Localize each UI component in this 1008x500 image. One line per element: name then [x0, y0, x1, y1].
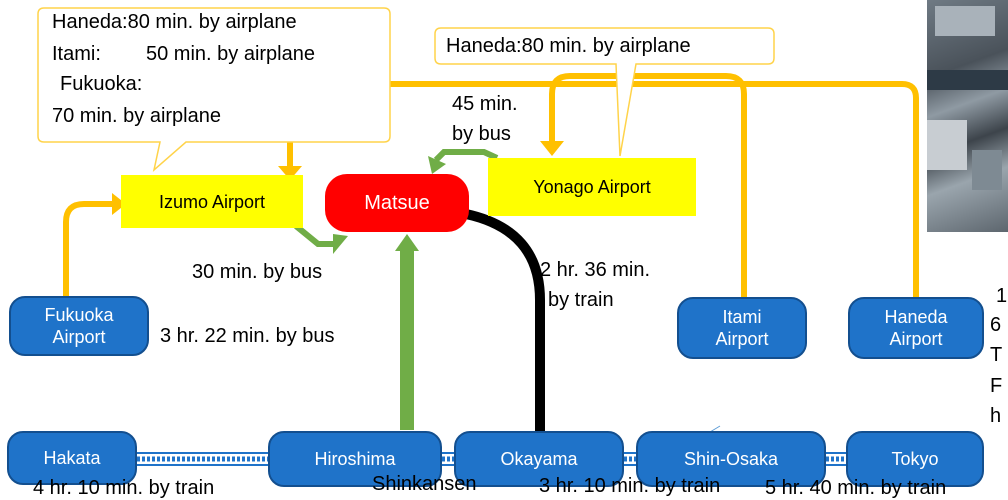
callout-right-bubble — [434, 27, 775, 157]
label-izumo-bus: 30 min. by bus — [192, 261, 323, 283]
callout-left-line1: Haneda:80 min. by airplane — [52, 11, 297, 33]
arrowhead-yonago — [540, 141, 564, 156]
train-route-okayama — [464, 209, 545, 432]
callout-left-line4: 70 min. by airplane — [52, 105, 221, 127]
node-izumo-airport: Izumo Airport — [121, 175, 303, 228]
node-fukuoka-airport: Fukuoka Airport — [9, 296, 149, 356]
arrowhead-bus-yonago — [428, 156, 446, 174]
bus-route-hiroshima — [400, 250, 414, 430]
haneda-airport-line1: Haneda — [884, 307, 948, 327]
bus-route-izumo — [294, 223, 334, 247]
node-hiroshima-label: Hiroshima — [314, 449, 396, 469]
callout-left-line2-b: 50 min. by airplane — [146, 43, 315, 65]
node-okayama: Okayama — [454, 431, 624, 487]
aerial-photo — [927, 0, 1008, 232]
itami-airport-line2: Airport — [715, 329, 769, 349]
arrowhead-bus-hiroshima — [395, 234, 419, 251]
label-hiroshima-bus: 3 hr. 22 min. by bus — [160, 325, 335, 347]
node-hakata-label: Hakata — [43, 448, 101, 468]
label-okayama-train-line2: by train — [548, 289, 614, 311]
callout-right-line1: Haneda:80 min. by airplane — [446, 35, 691, 57]
edge-text-2: 6 — [990, 314, 1002, 336]
itami-airport-line1: Itami — [722, 307, 762, 327]
node-matsue: Matsue — [325, 174, 469, 232]
air-route-fukuoka — [63, 201, 112, 305]
arrowhead-izumo — [278, 166, 302, 180]
node-tokyo: Tokyo — [846, 431, 984, 487]
label-hakata-train: 4 hr. 10 min. by train — [33, 477, 215, 499]
arrowhead-fukuoka-izumo — [112, 193, 126, 215]
edge-text-4: F — [990, 375, 1003, 397]
bus-routes — [294, 149, 499, 247]
edge-text-1: 1 — [996, 285, 1008, 307]
node-shin-osaka: Shin-Osaka — [636, 431, 826, 487]
fukuoka-airport-line1: Fukuoka — [44, 305, 114, 325]
node-shin-osaka-label: Shin-Osaka — [683, 449, 779, 469]
fukuoka-airport-line2: Airport — [52, 327, 106, 347]
edge-text-5: h — [990, 405, 1002, 427]
label-tokyo-train: 5 hr. 40 min. by train — [765, 477, 947, 499]
callout-left-line2-a: Itami: — [52, 43, 101, 65]
callout-left-line3: Fukuoka: — [60, 73, 143, 95]
node-okayama-label: Okayama — [500, 449, 578, 469]
node-itami-airport: Itami Airport — [677, 297, 807, 359]
node-izumo-label: Izumo Airport — [158, 191, 266, 212]
node-hiroshima: Hiroshima — [268, 431, 442, 487]
arrowhead-bus-izumo — [333, 234, 348, 254]
label-yonago-bus-line1: 45 min. — [452, 93, 518, 115]
node-tokyo-label: Tokyo — [891, 449, 939, 469]
haneda-airport-line2: Airport — [889, 329, 943, 349]
node-haneda-airport: Haneda Airport — [848, 297, 984, 359]
edge-text-3: T — [990, 344, 1003, 366]
label-yonago-bus-line2: by bus — [452, 123, 511, 145]
node-yonago-airport: Yonago Airport — [488, 158, 696, 216]
label-shin-osaka-train: 3 hr. 10 min. by train — [539, 475, 721, 497]
node-yonago-label: Yonago Airport — [533, 177, 651, 197]
label-shinkansen: Shinkansen — [372, 473, 477, 495]
node-matsue-label: Matsue — [364, 192, 430, 214]
label-okayama-train-line1: 2 hr. 36 min. — [540, 259, 651, 281]
bus-route-yonago — [433, 149, 499, 163]
air-route-itami-yonago — [549, 73, 747, 303]
callout-left-bubble — [37, 7, 391, 173]
node-hakata: Hakata — [7, 431, 137, 485]
